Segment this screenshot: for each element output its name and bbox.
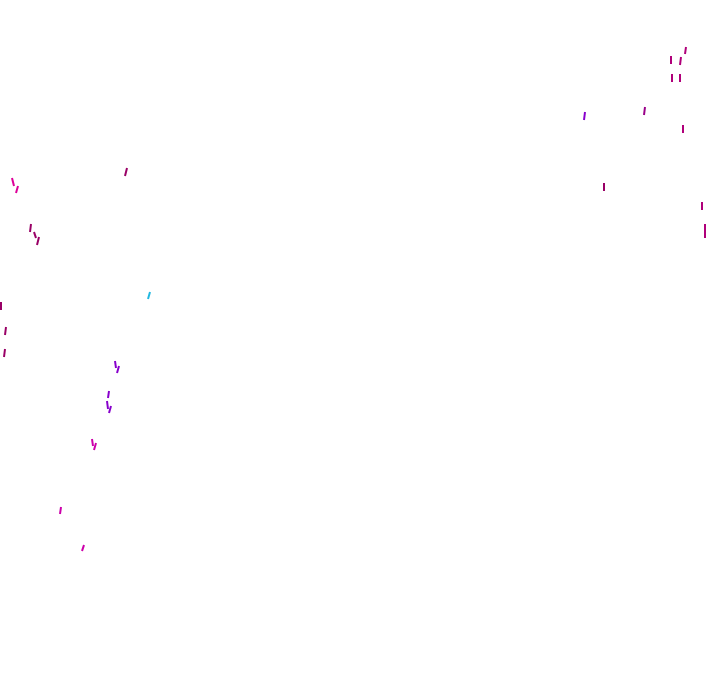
stroke-mark (93, 442, 97, 451)
stroke-mark (4, 326, 7, 336)
stroke-mark (108, 405, 112, 414)
stroke-mark (81, 544, 85, 552)
stroke-mark (15, 185, 19, 194)
stroke-mark (59, 506, 62, 515)
stroke-mark (116, 365, 120, 374)
stroke-mark (36, 236, 40, 246)
stroke-mark (91, 438, 94, 447)
stroke-mark (643, 106, 646, 116)
stroke-mark (3, 348, 6, 358)
stroke-mark (107, 390, 110, 399)
stroke-mark (684, 46, 687, 55)
stroke-mark (147, 291, 151, 300)
stroke-mark (124, 167, 128, 177)
stroke-mark (11, 177, 15, 187)
stroke-mark (29, 223, 32, 233)
stroke-mark (114, 360, 117, 369)
stroke-mark (106, 400, 109, 410)
stroke-mark (583, 111, 586, 121)
stroke-mark (679, 56, 682, 66)
stroke-mark (33, 231, 37, 239)
